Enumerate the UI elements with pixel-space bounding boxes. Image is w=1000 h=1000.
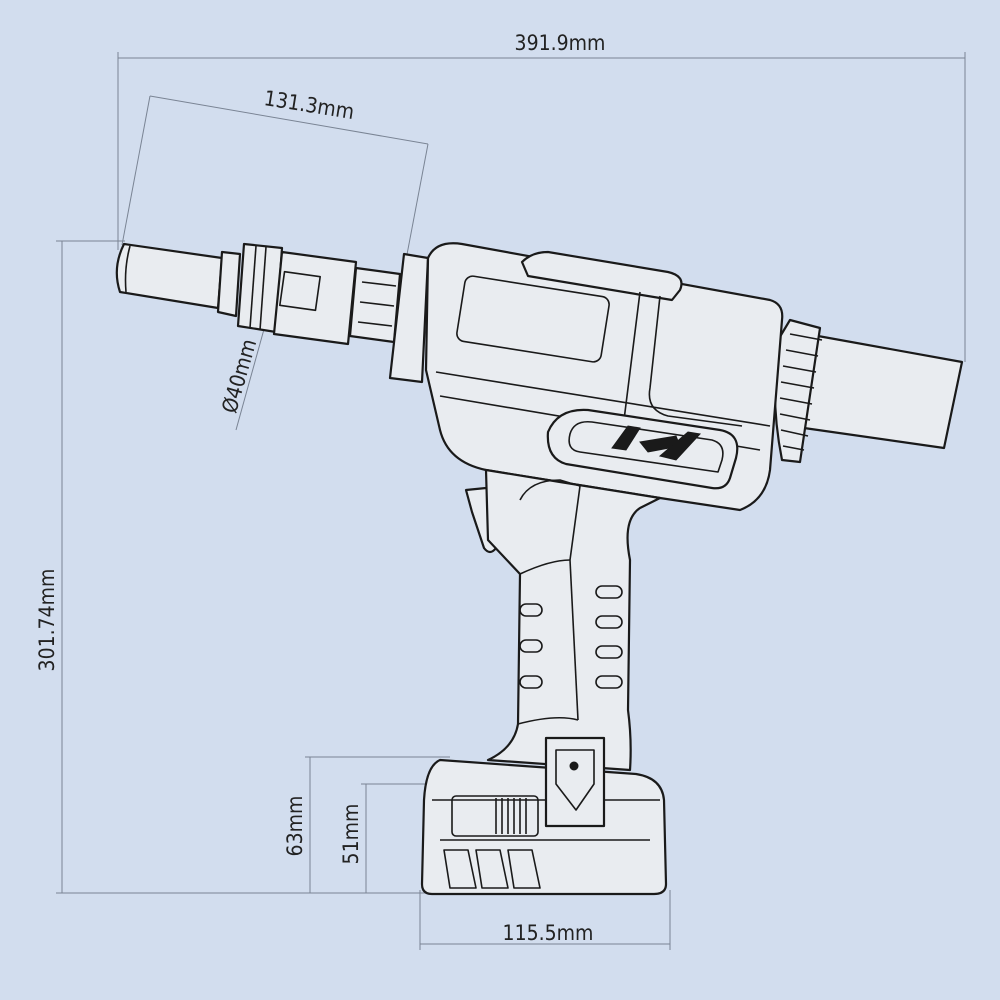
battery-length-label: 115.5mm: [503, 921, 594, 945]
overall-length-label: 391.9mm: [515, 31, 606, 55]
nose-assembly: [115, 242, 430, 384]
battery-inner-height-label: 51mm: [339, 804, 363, 865]
nose-diameter-label: Ø40mm: [217, 336, 261, 415]
overall-height-label: 301.74mm: [35, 569, 59, 672]
nose-length-label: 131.3mm: [262, 86, 356, 124]
battery-pack: [420, 736, 668, 896]
main-housing: [424, 242, 784, 512]
logo-mark: [611, 425, 701, 461]
handle-grip: [484, 468, 662, 772]
battery-height-label: 63mm: [283, 796, 307, 857]
dimension-labels: 391.9mm 131.3mm Ø40mm 301.74mm 63mm 51mm…: [35, 31, 605, 945]
rear-cylinder: [773, 318, 964, 464]
